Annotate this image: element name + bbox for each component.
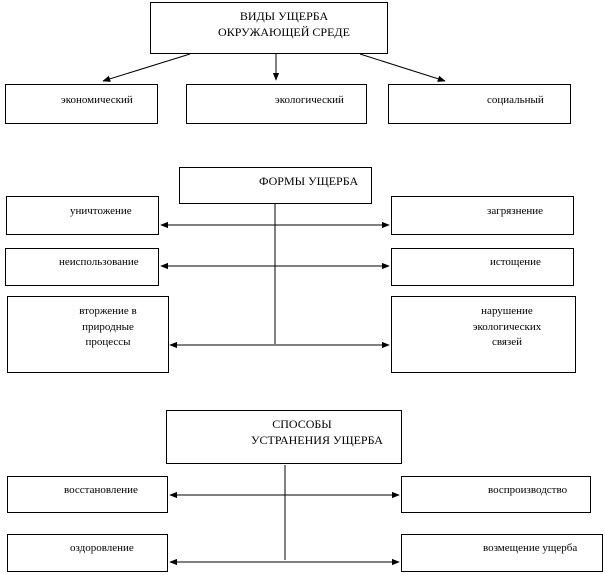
type-economic-box: экономический xyxy=(5,84,158,124)
method-restoration-box: восстановление xyxy=(7,476,168,513)
forms-title: ФОРМЫ УЩЕРБА xyxy=(259,174,359,188)
types-title-line-1: ВИДЫ УЩЕРБА xyxy=(239,9,329,23)
form-depletion-label: истощение xyxy=(490,256,541,268)
form-disruption-line-2: экологических xyxy=(472,321,542,333)
type-social-box: социальный xyxy=(388,84,571,124)
method-compensation-label: возмещение ущерба xyxy=(483,542,578,554)
form-intrusion-line-3: процессы xyxy=(85,336,131,348)
method-compensation-box: возмещение ущерба xyxy=(401,534,603,572)
forms-title-box: ФОРМЫ УЩЕРБА xyxy=(179,167,372,204)
methods-title-line-2: УСТРАНЕНИЯ УЩЕРБА xyxy=(251,433,383,447)
form-pollution-box: загрязнение xyxy=(391,196,574,235)
type-social-label: социальный xyxy=(487,94,544,106)
type-ecological-box: экологический xyxy=(186,84,367,124)
form-disruption-line-1: нарушение xyxy=(481,305,533,317)
form-intrusion-line-1: вторжение в xyxy=(79,305,137,317)
form-intrusion-line-2: природные xyxy=(82,321,134,333)
types-title-line-2: ОКРУЖАЮЩЕЙ СРЕДЕ xyxy=(218,25,350,39)
form-intrusion-box: вторжение в природные процессы xyxy=(7,296,169,373)
form-disruption-box: нарушение экологических связей xyxy=(391,296,576,373)
method-reproduction-box: воспроизводство xyxy=(401,476,591,513)
method-recovery-box: оздоровление xyxy=(7,534,168,572)
method-reproduction-label: воспроизводство xyxy=(488,484,568,496)
type-ecological-label: экологический xyxy=(275,94,344,106)
arrow-to-social xyxy=(359,53,446,82)
methods-title-box: СПОСОБЫ УСТРАНЕНИЯ УЩЕРБА xyxy=(166,410,402,464)
form-nonuse-box: неиспользование xyxy=(5,248,159,286)
methods-title-line-1: СПОСОБЫ xyxy=(272,417,332,431)
types-title-box: ВИДЫ УЩЕРБА ОКРУЖАЮЩЕЙ СРЕДЕ xyxy=(150,2,388,54)
form-destruction-label: уничтожение xyxy=(70,205,132,217)
arrow-to-economic xyxy=(102,53,191,82)
method-recovery-label: оздоровление xyxy=(70,542,134,554)
form-pollution-label: загрязнение xyxy=(487,205,544,217)
form-destruction-box: уничтожение xyxy=(6,196,159,235)
method-restoration-label: восстановление xyxy=(64,484,138,496)
form-nonuse-label: неиспользование xyxy=(59,256,139,268)
form-disruption-line-3: связей xyxy=(491,336,523,348)
type-economic-label: экономический xyxy=(61,94,133,106)
form-depletion-box: истощение xyxy=(391,248,574,286)
